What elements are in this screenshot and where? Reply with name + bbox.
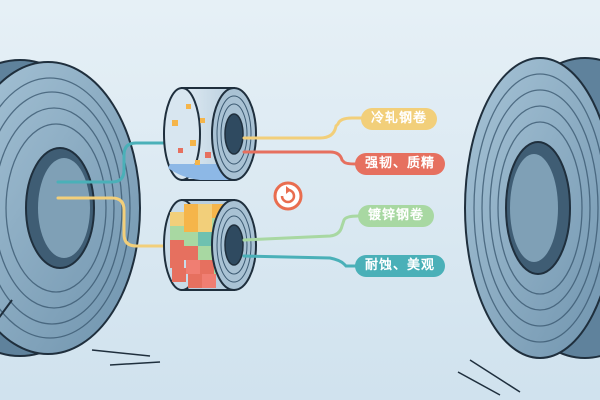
large-coil-left [0,59,161,366]
label-corrosion-resistant: 耐蚀、美观 [355,255,446,277]
pixel-pattern-cold [172,104,211,165]
galvanized-coil [163,199,257,291]
connector-lines-left [56,141,172,248]
large-coil-right [457,57,600,396]
connector-lines-right [242,116,364,268]
label-strength-quality: 强韧、质精 [355,153,446,175]
label-galvanized-coil: 镀锌钢卷 [358,205,435,227]
refresh-icon[interactable] [273,181,303,211]
label-cold-rolled-coil: 冷轧钢卷 [361,108,438,130]
cold-rolled-coil [163,87,257,181]
